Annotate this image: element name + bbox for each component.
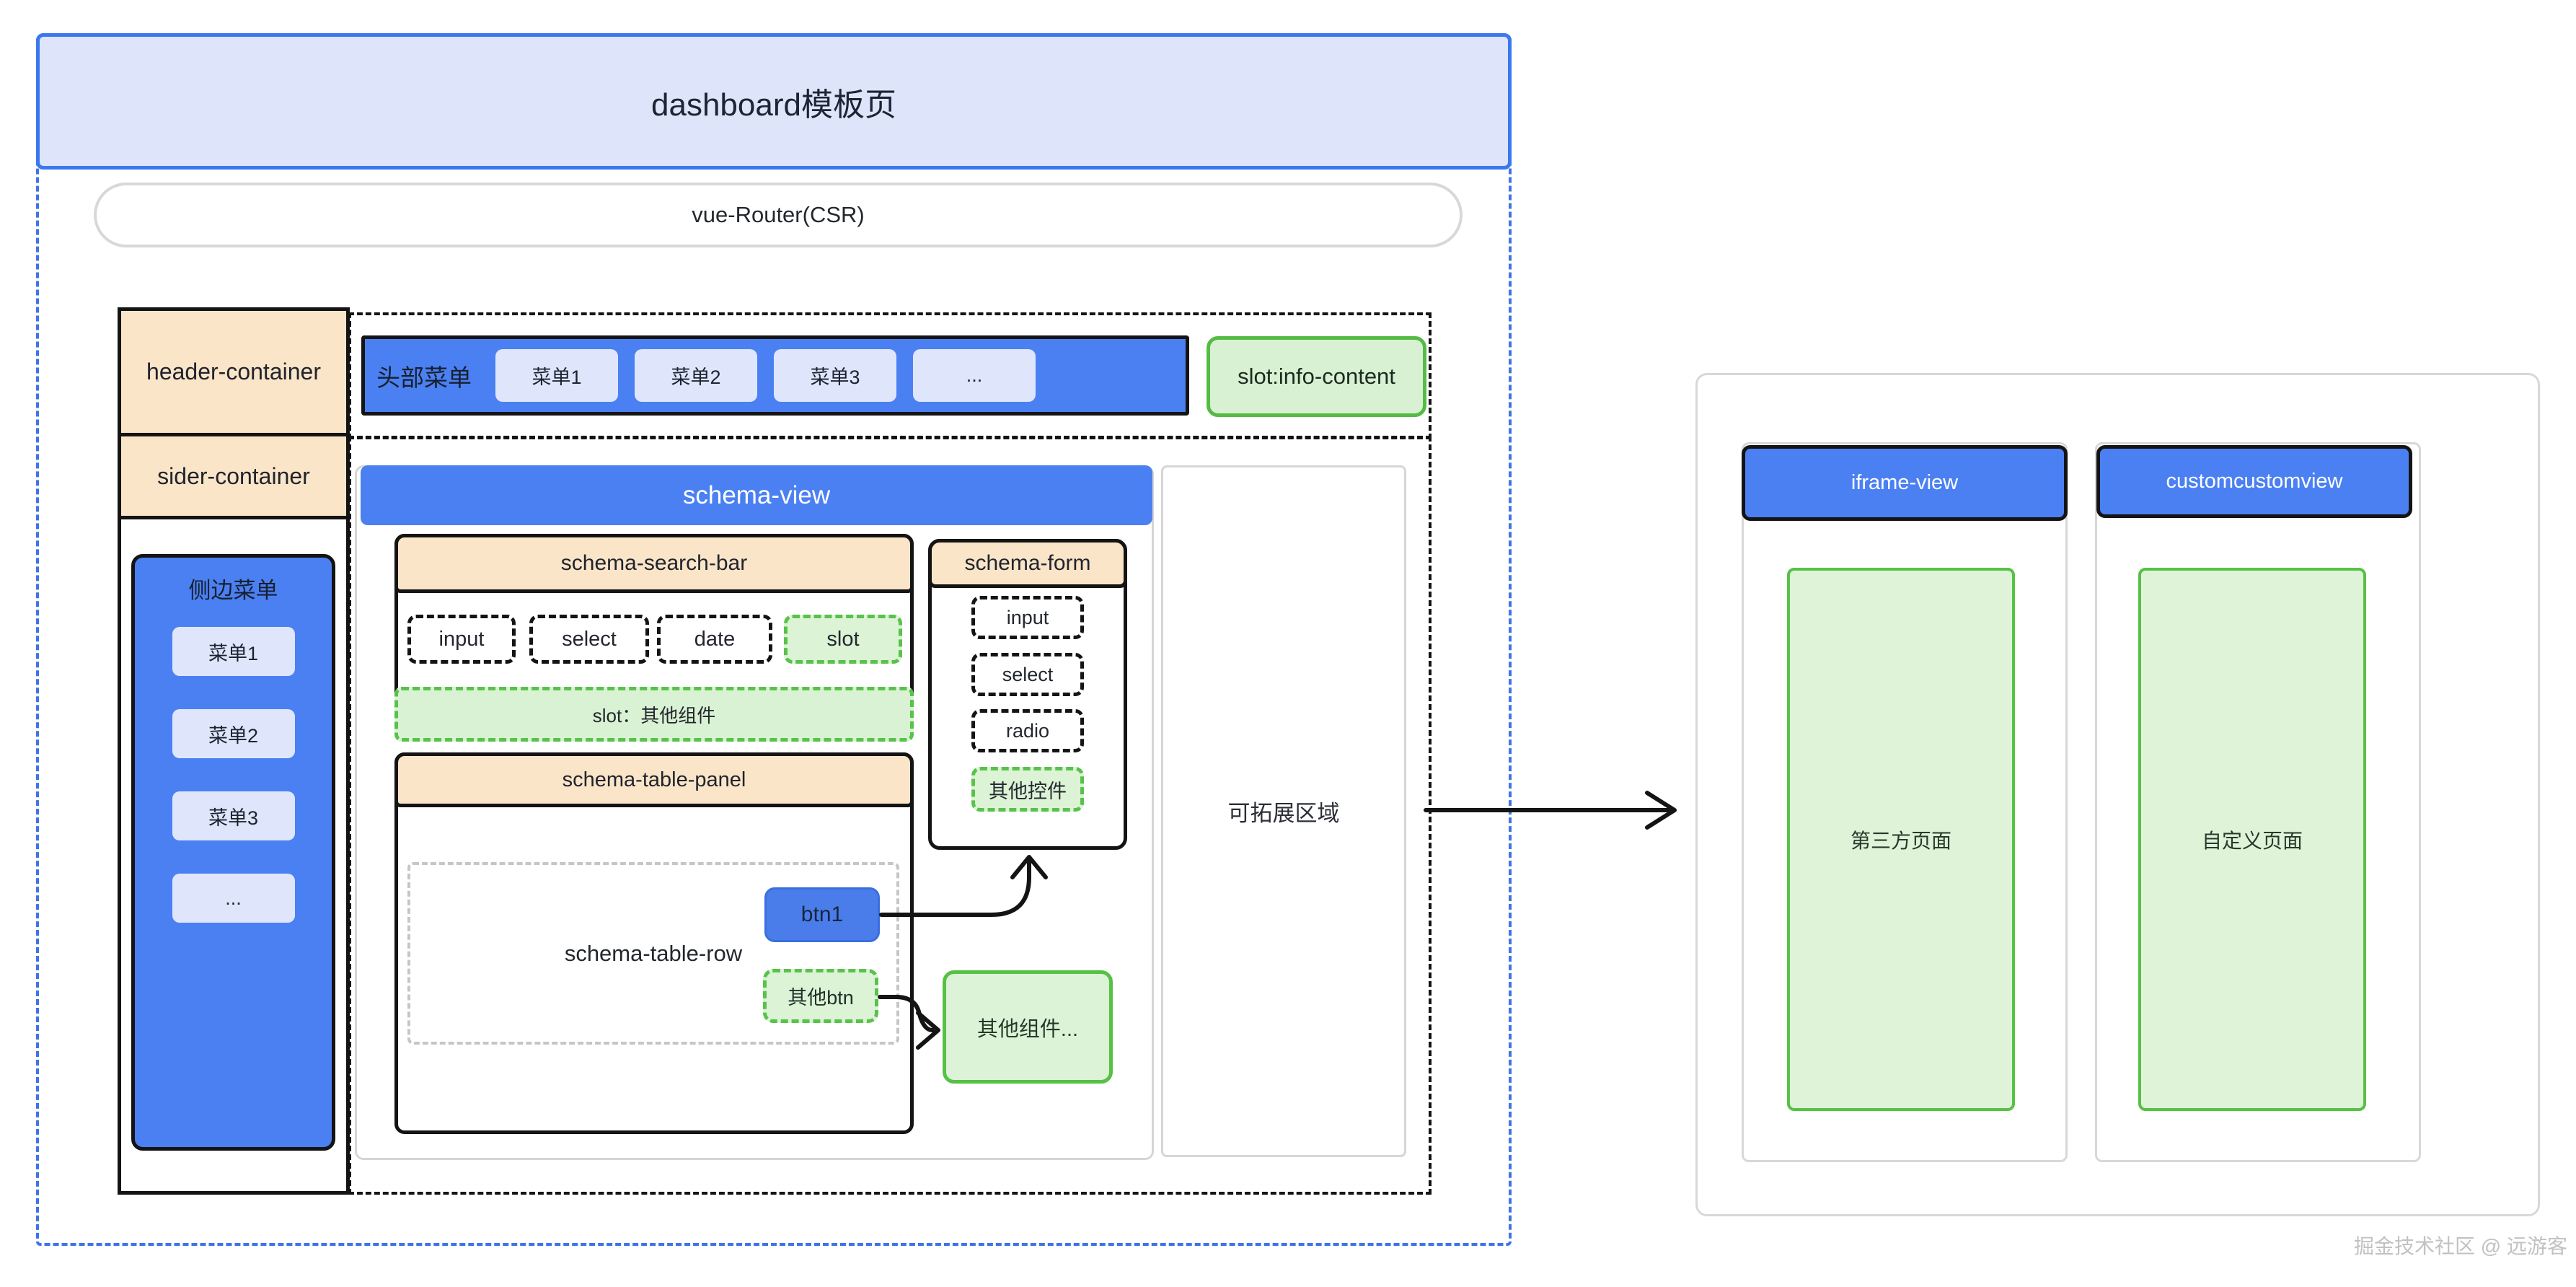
header-container-box: header-container — [118, 307, 350, 436]
side-menu-item-more: ... — [172, 874, 295, 923]
other-btn-button: 其他btn — [763, 969, 878, 1023]
search-field-input: input — [407, 615, 516, 664]
search-field-slot: slot — [784, 615, 902, 664]
router-pill: vue-Router(CSR) — [94, 183, 1463, 247]
top-menu-item-1: 菜单1 — [495, 349, 618, 402]
side-menu-panel: 侧边菜单 菜单1 菜单2 菜单3 ... — [131, 554, 335, 1151]
schema-form-header: schema-form — [928, 539, 1127, 588]
expandable-area-panel: 可拓展区域 — [1161, 465, 1406, 1157]
other-component-box: 其他组件... — [943, 970, 1113, 1084]
custom-view-header: customcustomview — [2096, 445, 2412, 518]
sider-container-box: sider-container — [118, 433, 350, 519]
side-menu-item-1: 菜单1 — [172, 627, 295, 676]
schema-table-row-box: schema-table-row — [407, 862, 899, 1045]
btn1-button: btn1 — [764, 887, 880, 942]
form-field-input: input — [971, 596, 1084, 639]
top-menu-label: 头部菜单 — [376, 364, 472, 391]
schema-view-header: schema-view — [361, 465, 1152, 525]
search-field-date: date — [657, 615, 772, 664]
top-menu-item-2: 菜单2 — [635, 349, 757, 402]
schema-table-panel-header: schema-table-panel — [394, 752, 914, 807]
schema-search-bar-header: schema-search-bar — [394, 534, 914, 593]
info-content-slot: slot:info-content — [1207, 336, 1426, 417]
iframe-view-header: iframe-view — [1742, 445, 2068, 521]
form-field-select: select — [971, 653, 1084, 696]
side-menu-item-3: 菜单3 — [172, 791, 295, 840]
form-field-other-control: 其他控件 — [971, 767, 1084, 812]
side-menu-title: 侧边菜单 — [188, 578, 278, 603]
top-menu-item-more: ... — [913, 349, 1036, 402]
side-menu-item-2: 菜单2 — [172, 709, 295, 758]
form-field-radio: radio — [971, 709, 1084, 752]
watermark-text: 掘金技术社区 @ 远游客 — [2354, 1235, 2567, 1257]
page-title: dashboard模板页 — [36, 33, 1512, 170]
slot-other-components-bar: slot：其他组件 — [394, 687, 914, 742]
top-menu-bar: 头部菜单 菜单1 菜单2 菜单3 ... — [361, 335, 1189, 416]
third-party-page-box: 第三方页面 — [1787, 568, 2015, 1111]
custom-page-box: 自定义页面 — [2138, 568, 2366, 1111]
top-menu-item-3: 菜单3 — [774, 349, 896, 402]
search-field-select: select — [529, 615, 649, 664]
